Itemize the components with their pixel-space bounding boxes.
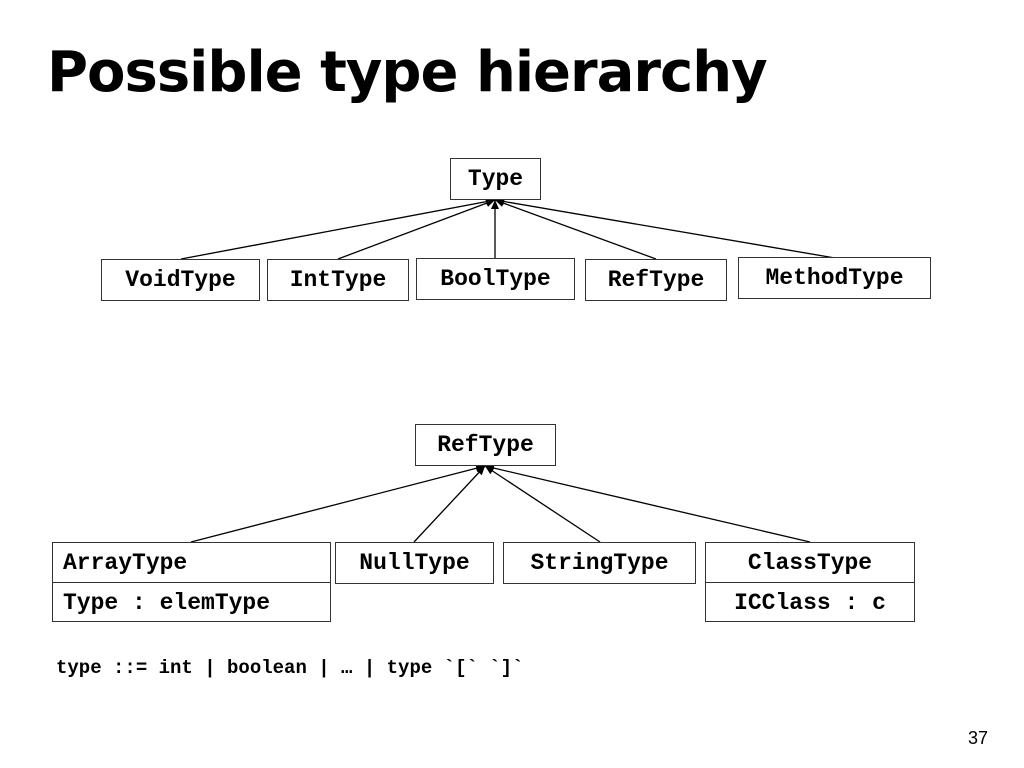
arraytype-field: Type : elemType [63, 589, 271, 616]
edge-reftype-to-type [494, 199, 657, 260]
node-type: Type [450, 158, 541, 200]
page-number: 37 [968, 728, 989, 748]
type-grammar: type ::= int | boolean | … | type `[` `]… [56, 657, 524, 679]
edge-arraytype-to-reftype [190, 464, 486, 543]
node-reftype-root: RefType [415, 424, 556, 466]
edge-stringtype-to-reftype [484, 465, 601, 543]
node-stringtype: StringType [503, 542, 696, 584]
node-booltype: BoolType [416, 258, 575, 300]
edge-classtype-to-reftype [484, 464, 811, 543]
arraytype-name: ArrayType [53, 543, 330, 583]
classtype-field: ICClass : c [734, 589, 886, 616]
node-methodtype: MethodType [738, 257, 931, 299]
classtype-name: ClassType [706, 543, 914, 583]
edge-nulltype-to-reftype [413, 465, 486, 543]
node-nulltype: NullType [335, 542, 494, 584]
node-arraytype: ArrayType Type : elemType [52, 542, 331, 622]
slide-title: Possible type hierarchy [47, 40, 768, 105]
edge-methodtype-to-type [494, 197, 836, 259]
node-voidtype: VoidType [101, 259, 260, 301]
node-inttype: IntType [267, 259, 409, 301]
edge-voidtype-to-type [180, 197, 496, 260]
node-classtype: ClassType ICClass : c [705, 542, 915, 622]
node-reftype: RefType [585, 259, 727, 301]
edge-inttype-to-type [337, 199, 496, 260]
